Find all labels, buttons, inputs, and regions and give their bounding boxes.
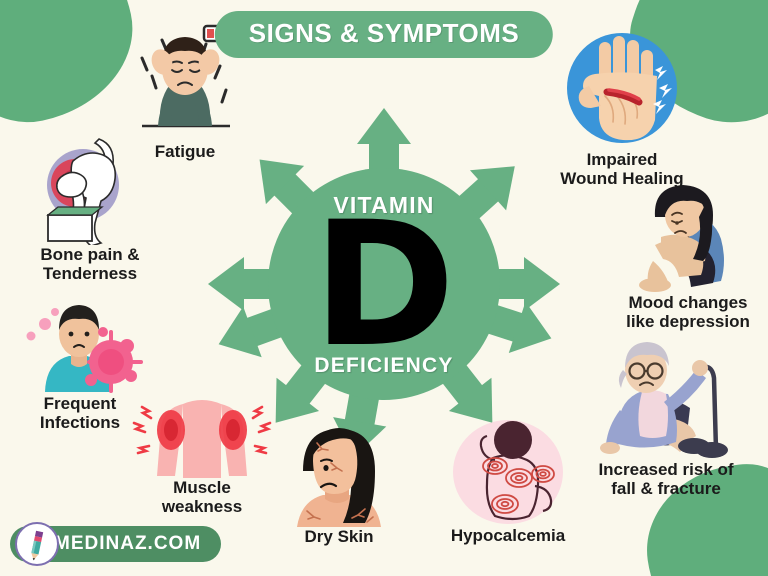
hub-letter-d: D [312, 184, 456, 385]
symptom-fall-fracture[interactable]: Increased risk of fall & fracture [574, 340, 758, 499]
page-title-badge: SIGNS & SYMPTOMS [214, 11, 554, 58]
symptom-fatigue[interactable]: Fatigue [122, 14, 248, 161]
hub-top-label: VITAMIN [333, 192, 435, 218]
symptom-label: Frequent Infections [39, 394, 121, 433]
symptom-label: Fatigue [154, 142, 216, 161]
symptom-label: Hypocalcemia [450, 526, 566, 545]
symptom-label: Bone pain & Tenderness [40, 245, 140, 284]
symptom-muscle-weakness[interactable]: Muscle weakness [126, 392, 278, 517]
central-hub: VITAMIN D DEFICIENCY [268, 168, 500, 400]
symptom-mood-changes[interactable]: Mood changes like depression [608, 183, 768, 332]
symptom-wound-healing[interactable]: Impaired Wound Healing [534, 30, 710, 189]
tired-person-icon [126, 14, 244, 142]
knee-pain-icon [25, 133, 155, 247]
page-title: SIGNS & SYMPTOMS [248, 18, 520, 48]
symptom-frequent-infections[interactable]: Frequent Infections [14, 292, 146, 433]
brand-name: MEDINAZ.COM [54, 533, 202, 554]
symptom-bone-pain[interactable]: Bone pain & Tenderness [20, 133, 160, 284]
back-pain-spots-icon [443, 418, 573, 526]
symptom-label: Mood changes like depression [626, 293, 750, 332]
symptom-dry-skin[interactable]: Dry Skin [268, 425, 410, 546]
fallen-elderly-icon [584, 340, 748, 460]
symptom-label: Impaired Wound Healing [560, 150, 684, 189]
symptom-label: Dry Skin [304, 527, 374, 546]
symptom-label: Muscle weakness [161, 478, 243, 517]
symptom-label: Increased risk of fall & fracture [598, 460, 734, 499]
cracked-skin-woman-icon [273, 425, 405, 527]
hub-bottom-label: DEFICIENCY [314, 354, 454, 377]
cut-hand-icon [561, 30, 683, 150]
footer-brand-badge[interactable]: MEDINAZ.COM [10, 522, 222, 566]
sore-arms-icon [127, 392, 277, 478]
hub-circle [268, 168, 500, 400]
virus-person-icon [17, 292, 143, 394]
symptom-hypocalcemia[interactable]: Hypocalcemia [432, 418, 584, 545]
pencil-logo-icon [15, 522, 59, 566]
sad-curled-person-icon [619, 183, 757, 293]
